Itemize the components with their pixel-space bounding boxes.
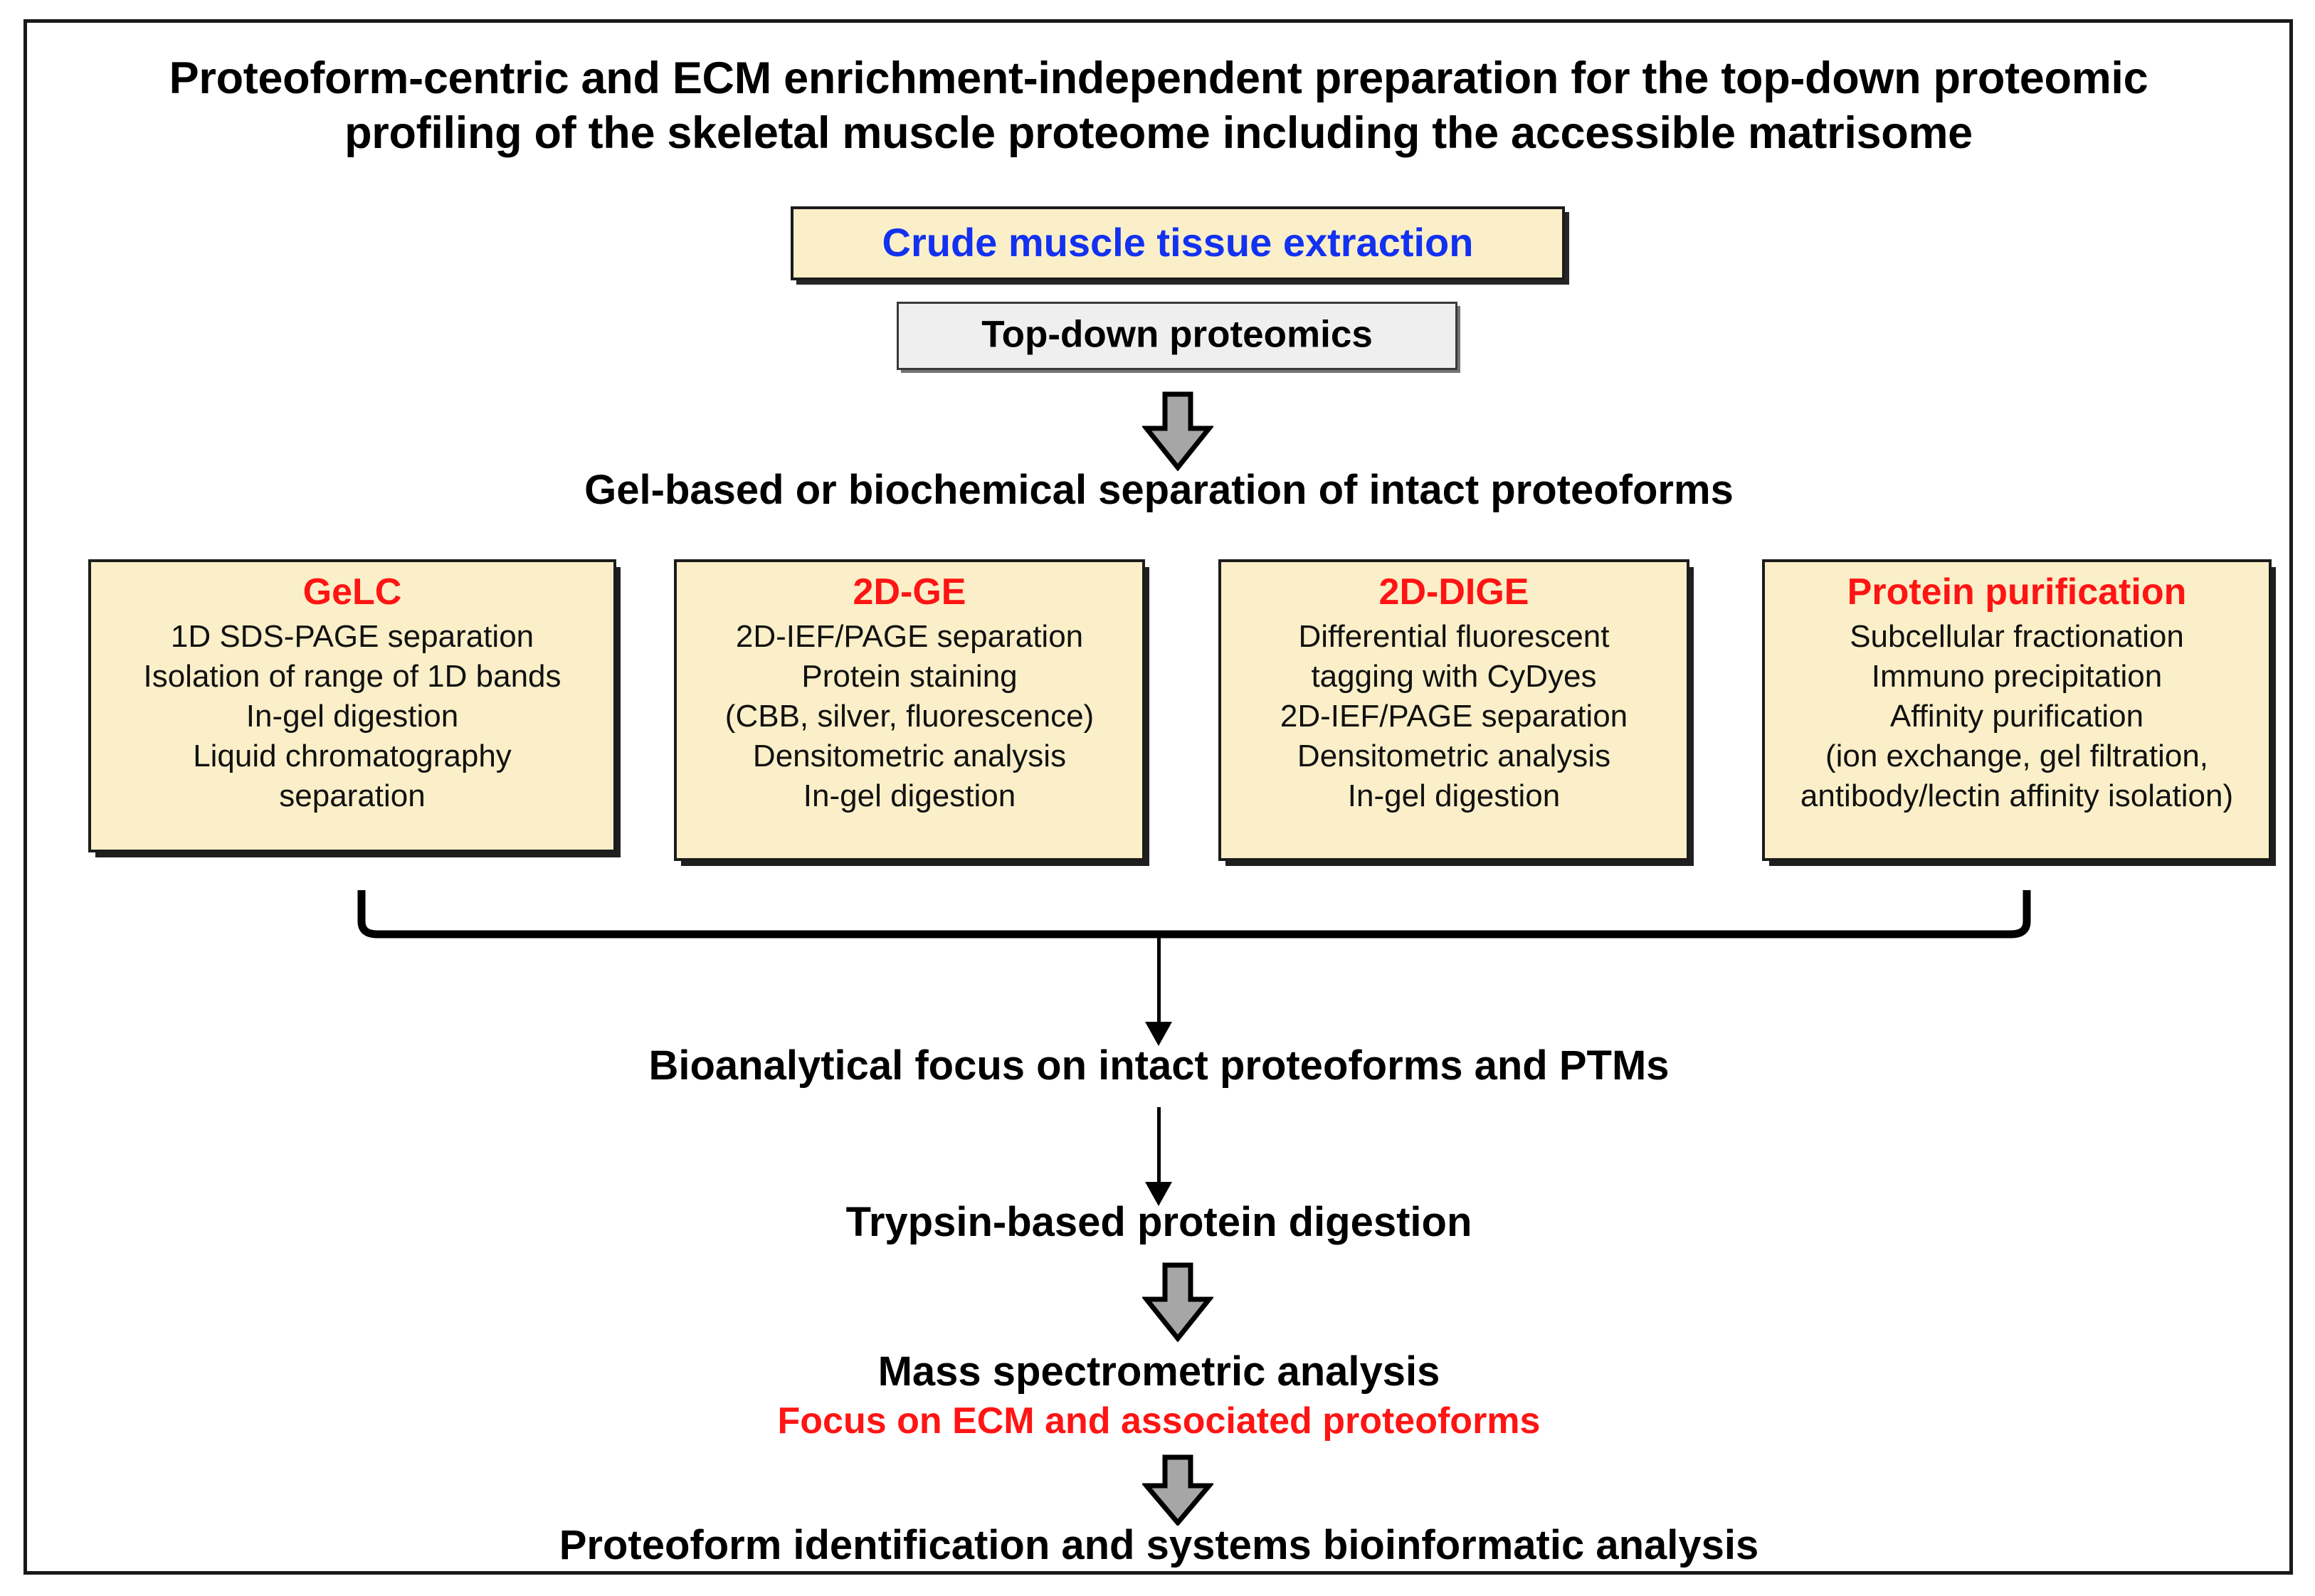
trypsin-digestion-heading: Trypsin-based protein digestion xyxy=(845,1199,1472,1245)
final-step-heading: Proteoform identification and systems bi… xyxy=(559,1522,1759,1568)
panel-gelc-line-5: separation xyxy=(279,778,426,813)
panel-2ddige-line-5: In-gel digestion xyxy=(1347,778,1561,813)
arrow-shaft-to-bioanalytical xyxy=(1157,934,1161,1025)
arrow-head-to-trypsin xyxy=(1145,1182,1172,1206)
arrow-shaft-to-trypsin xyxy=(1157,1107,1161,1185)
crude-extraction-box[interactable]: Crude muscle tissue extraction xyxy=(791,206,1565,280)
down-block-arrow-to-identification xyxy=(1141,1454,1215,1529)
down-block-arrow-to-separation xyxy=(1141,391,1215,475)
panel-purification-line-1: Subcellular fractionation xyxy=(1850,619,2184,655)
crude-extraction-label: Crude muscle tissue extraction xyxy=(882,220,1474,265)
panel-gelc-line-1: 1D SDS-PAGE separation xyxy=(170,619,534,655)
separation-heading: Gel-based or biochemical separation of i… xyxy=(584,467,1734,513)
panel-2dge-line-3: (CBB, silver, fluorescence) xyxy=(724,699,1095,734)
panel-gelc[interactable]: GeLC 1D SDS-PAGE separation Isolation of… xyxy=(88,559,616,852)
panel-gelc-title: GeLC xyxy=(302,571,402,613)
panel-2ddige[interactable]: 2D-DIGE Differential fluorescent tagging… xyxy=(1218,559,1689,861)
panel-gelc-line-2: Isolation of range of 1D bands xyxy=(143,659,561,694)
panel-purification-line-5: antibody/lectin affinity isolation) xyxy=(1800,778,2234,813)
panel-2dge[interactable]: 2D-GE 2D-IEF/PAGE separation Protein sta… xyxy=(674,559,1145,861)
top-down-proteomics-label: Top-down proteomics xyxy=(981,313,1373,356)
panel-2ddige-title: 2D-DIGE xyxy=(1378,571,1529,613)
panel-2ddige-line-1: Differential fluorescent xyxy=(1298,619,1610,655)
panel-2dge-title: 2D-GE xyxy=(853,571,966,613)
panel-2dge-line-5: In-gel digestion xyxy=(803,778,1016,813)
panel-purification-line-4: (ion exchange, gel filtration, xyxy=(1825,738,2209,773)
panel-2dge-line-4: Densitometric analysis xyxy=(752,738,1067,773)
figure-title-line-1: Proteoform-centric and ECM enrichment-in… xyxy=(169,53,2148,103)
panel-2ddige-line-3: 2D-IEF/PAGE separation xyxy=(1280,699,1628,734)
panel-protein-purification[interactable]: Protein purification Subcellular fractio… xyxy=(1762,559,2272,861)
top-down-proteomics-box[interactable]: Top-down proteomics xyxy=(897,302,1457,370)
convergence-bracket xyxy=(340,887,2048,955)
panel-2dge-line-2: Protein staining xyxy=(801,659,1018,694)
panel-2ddige-line-4: Densitometric analysis xyxy=(1297,738,1611,773)
down-block-arrow-to-massspec xyxy=(1141,1262,1215,1346)
panel-purification-line-3: Affinity purification xyxy=(1889,699,2144,734)
figure-title-line-2: profiling of the skeletal muscle proteom… xyxy=(344,107,1973,158)
mass-spectrometry-subheading: Focus on ECM and associated proteoforms xyxy=(777,1400,1541,1442)
bioanalytical-focus-heading: Bioanalytical focus on intact proteoform… xyxy=(648,1042,1670,1089)
panel-2ddige-line-2: tagging with CyDyes xyxy=(1311,659,1597,694)
panel-purification-title: Protein purification xyxy=(1847,571,2187,613)
panel-2dge-line-1: 2D-IEF/PAGE separation xyxy=(735,619,1084,655)
panel-gelc-line-3: In-gel digestion xyxy=(246,699,459,734)
mass-spectrometry-heading: Mass spectrometric analysis xyxy=(877,1348,1440,1395)
panel-gelc-line-4: Liquid chromatography xyxy=(193,738,512,773)
figure-frame: Proteoform-centric and ECM enrichment-in… xyxy=(23,19,2293,1575)
arrow-head-to-bioanalytical xyxy=(1145,1022,1172,1046)
panel-purification-line-2: Immuno precipitation xyxy=(1871,659,2163,694)
figure-title: Proteoform-centric and ECM enrichment-in… xyxy=(70,51,2247,161)
